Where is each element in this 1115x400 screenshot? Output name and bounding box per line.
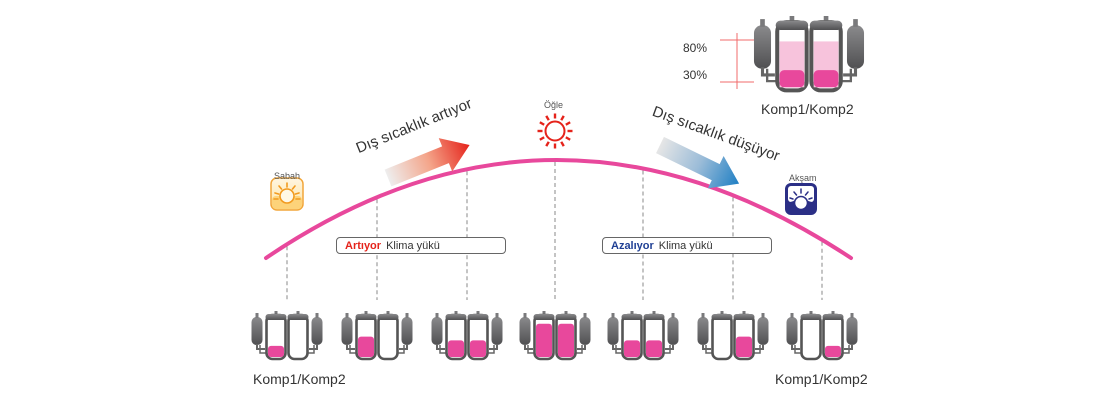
accumulator (401, 317, 413, 345)
sun-ray (565, 136, 571, 141)
comp1-fill-level (779, 70, 805, 88)
comp2-fill-level (825, 345, 841, 357)
comp2-fill-level (646, 340, 662, 357)
legend-pct-low: 30% (683, 68, 708, 82)
sun-ray (545, 115, 550, 121)
bottom-left-komp-label: Komp1/Komp2 (253, 371, 346, 387)
comp1-fill-level (536, 323, 552, 357)
compressor-unit (607, 311, 679, 361)
compressor-unit (519, 311, 591, 361)
time-markers (286, 162, 823, 300)
accumulator (757, 317, 769, 345)
noon-label: Öğle (544, 100, 564, 110)
accumulator (667, 317, 679, 345)
comp2-fill-level (813, 70, 839, 88)
rising-load-keyword: Artıyor (345, 240, 382, 252)
accumulator (846, 25, 865, 69)
falling-load-box: Azalıyor Klima yükü (602, 237, 772, 254)
falling-load-text: Klima yükü (658, 240, 713, 252)
sun-ray (539, 136, 545, 141)
sun-ray (560, 141, 565, 147)
comp1-fill-level (448, 340, 464, 357)
comp2-tank (287, 313, 309, 361)
compressor-unit (431, 311, 503, 361)
sun-ray (545, 141, 550, 147)
legend-range-marker (720, 33, 754, 89)
accumulator (251, 317, 263, 345)
morning-sun-icon (270, 177, 304, 211)
rising-arrow (384, 138, 470, 187)
comp1-tank (711, 313, 733, 361)
accumulator (697, 317, 709, 345)
comp1-tank (800, 313, 822, 361)
compressor-unit (251, 311, 323, 361)
rising-load-box: Artıyor Klima yükü (336, 237, 506, 254)
sun-ray (565, 121, 571, 126)
evening-label: Akşam (789, 173, 817, 183)
accumulator (311, 317, 323, 345)
compressor-unit (697, 311, 769, 361)
compressor-unit (786, 311, 858, 361)
legend-compressor-unit (753, 16, 865, 93)
rising-load-text: Klima yükü (386, 240, 440, 252)
accumulator (786, 317, 798, 345)
legend-pct-high: 80% (683, 41, 708, 55)
comp1-fill-level (268, 345, 284, 357)
accumulator (519, 317, 531, 345)
sun-ray (539, 121, 545, 126)
comp1-fill-level (358, 336, 374, 357)
falling-load-keyword: Azalıyor (611, 240, 654, 252)
sun-ray (560, 115, 565, 121)
comp1-fill-level (624, 340, 640, 357)
evening-sun-icon (785, 183, 817, 215)
comp2-fill-level (470, 340, 486, 357)
accumulator (431, 317, 443, 345)
accumulator (341, 317, 353, 345)
comp2-tank (377, 313, 399, 361)
compressor-unit (341, 311, 413, 361)
legend-komp-label: Komp1/Komp2 (761, 101, 854, 117)
accumulator (607, 317, 619, 345)
comp2-fill-level (558, 323, 574, 357)
comp2-fill-level (736, 336, 752, 357)
accumulator (753, 25, 772, 69)
compressor-unit (753, 16, 865, 93)
noon-sun-icon (537, 113, 573, 149)
bottom-right-komp-label: Komp1/Komp2 (775, 371, 868, 387)
accumulator (491, 317, 503, 345)
temperature-curve (264, 158, 853, 260)
compressor-units (251, 311, 858, 361)
accumulator (579, 317, 591, 345)
morning-label: Sabah (274, 171, 301, 181)
accumulator (846, 317, 858, 345)
falling-arrow (656, 136, 740, 189)
